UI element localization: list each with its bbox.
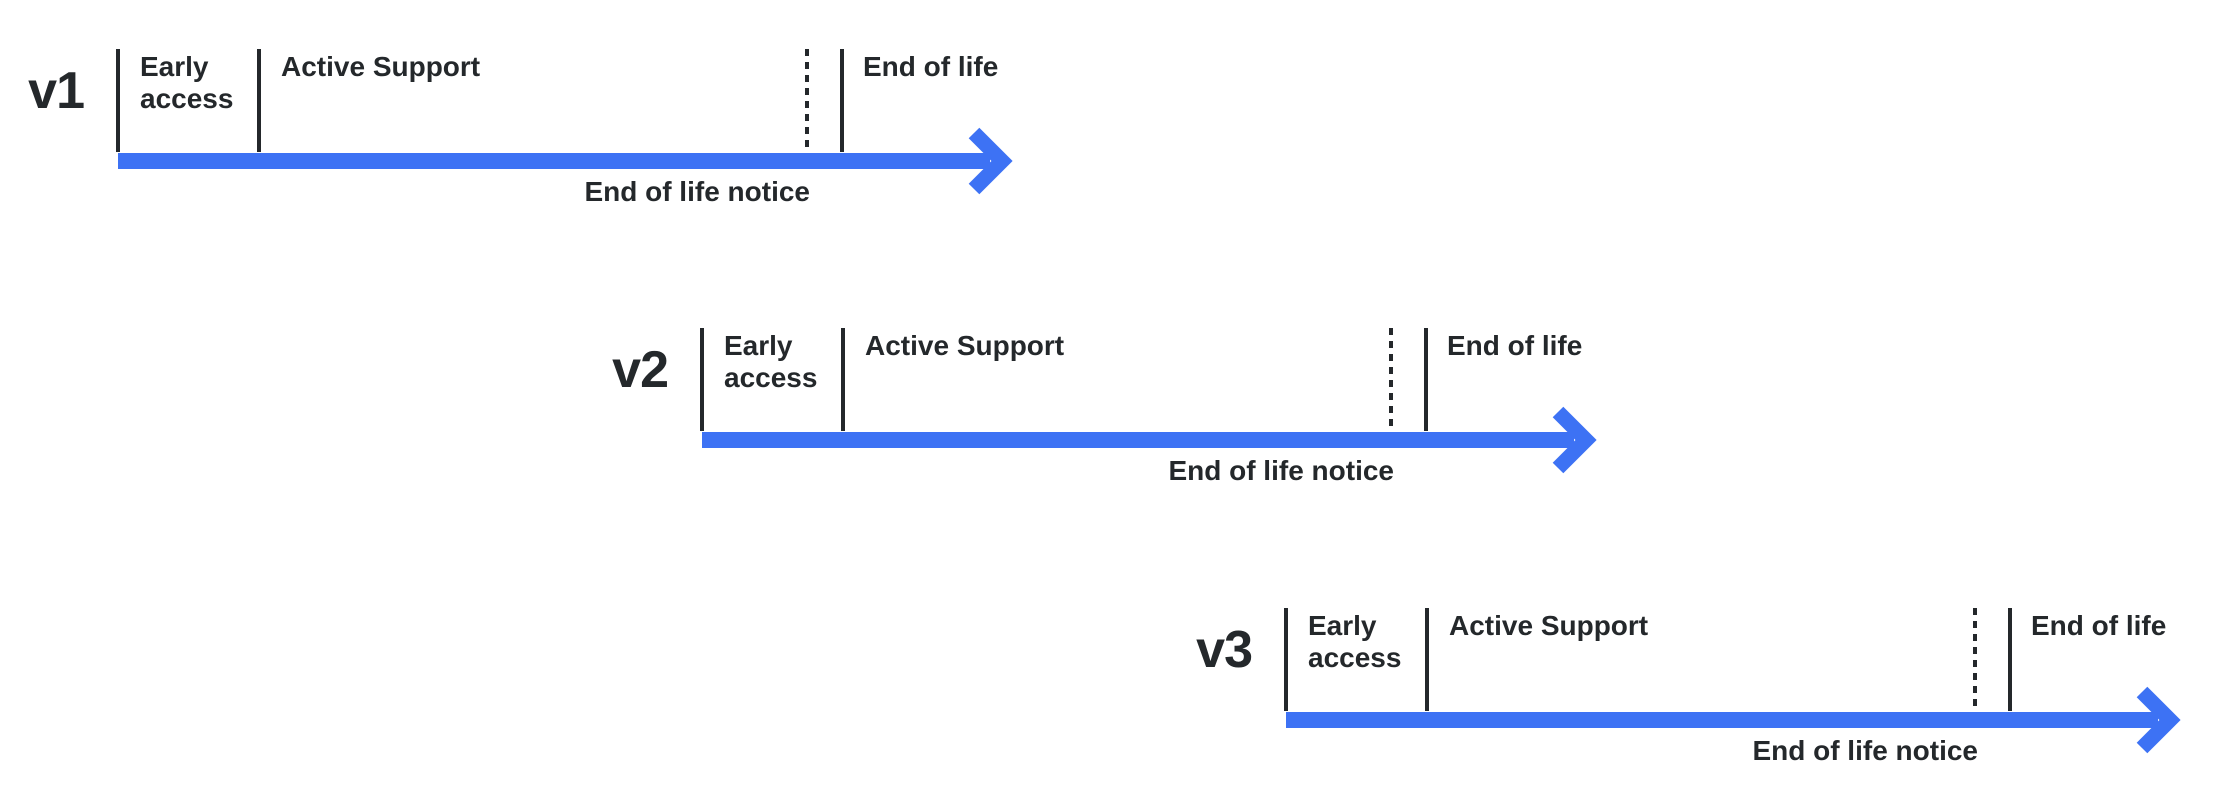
end-of-life-notice-label: End of life notice bbox=[1168, 455, 1394, 486]
active-support-start-tick bbox=[1425, 608, 1429, 711]
active-support-label: Active Support bbox=[281, 51, 481, 82]
early-access-start-tick bbox=[1284, 608, 1288, 711]
version-label-v1: v1 bbox=[28, 62, 85, 120]
end-of-life-label: End of life bbox=[863, 51, 999, 82]
eol-notice-dashed-line bbox=[805, 49, 809, 152]
timeline-arrow-icon bbox=[118, 127, 1013, 195]
end-of-life-tick bbox=[840, 49, 844, 152]
end-of-life-tick bbox=[1424, 328, 1428, 431]
end-of-life-label: End of life bbox=[1447, 330, 1583, 361]
version-label-v3: v3 bbox=[1196, 621, 1253, 679]
early-access-label: Early access bbox=[724, 330, 818, 394]
active-support-label: Active Support bbox=[1449, 610, 1649, 641]
eol-notice-dashed-line bbox=[1389, 328, 1393, 431]
early-access-start-tick bbox=[116, 49, 120, 152]
end-of-life-notice-label: End of life notice bbox=[1752, 735, 1978, 766]
early-access-label: Early access bbox=[1308, 610, 1402, 674]
timeline-v2: v2 Early access Active Support End of li… bbox=[612, 328, 1602, 558]
timeline-arrow-icon bbox=[702, 406, 1597, 474]
active-support-label: Active Support bbox=[865, 330, 1065, 361]
eol-notice-dashed-line bbox=[1973, 608, 1977, 711]
active-support-start-tick bbox=[257, 49, 261, 152]
timeline-v1: v1 Early access Active Support End of li… bbox=[28, 49, 1018, 279]
version-label-v2: v2 bbox=[612, 341, 669, 399]
early-access-label: Early access bbox=[140, 51, 234, 115]
end-of-life-notice-label: End of life notice bbox=[584, 176, 810, 207]
early-access-start-tick bbox=[700, 328, 704, 431]
timeline-arrow-icon bbox=[1286, 686, 2181, 754]
active-support-start-tick bbox=[841, 328, 845, 431]
timeline-v3: v3 Early access Active Support End of li… bbox=[1196, 608, 2186, 812]
end-of-life-label: End of life bbox=[2031, 610, 2167, 641]
end-of-life-tick bbox=[2008, 608, 2012, 711]
